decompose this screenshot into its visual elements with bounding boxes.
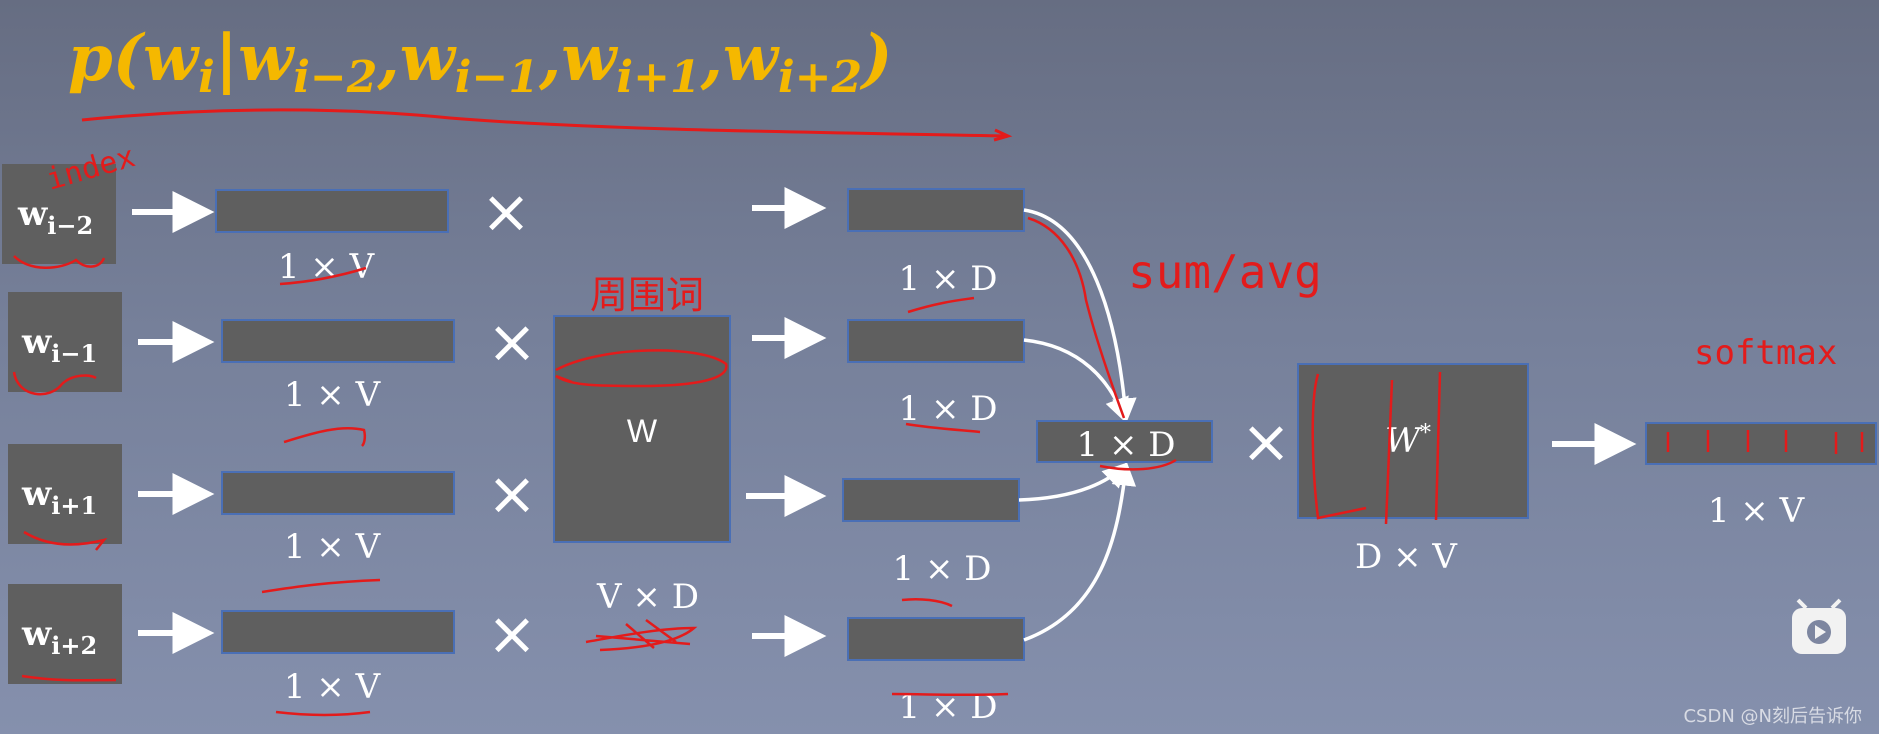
hidden-dim-1: 1 × D [899, 259, 998, 299]
underline-hidden-2 [905, 422, 981, 434]
underline-input-2 [12, 371, 97, 396]
annotation-context-words: 周围词 [590, 273, 704, 317]
watermark: CSDN @N刻后告诉你 [1683, 706, 1862, 727]
embedding-matrix-label: W [627, 413, 658, 449]
hidden-vector-2 [847, 319, 1025, 363]
hidden-vector-3 [842, 478, 1020, 522]
underline-onehot-3 [261, 578, 381, 594]
merge-highlight [1027, 216, 1126, 419]
underline-hidden-4 [891, 692, 1009, 697]
output-matrix-label: W* [1385, 421, 1431, 461]
multiply-sign-3: × [487, 459, 537, 529]
formula: p(wi|wi−2,wi−1,wi+1,wi+2) [68, 21, 892, 103]
svg-text:wi+2: wi+2 [21, 614, 97, 660]
underline-combined [1099, 458, 1177, 471]
input-word-3: wi+1 [8, 444, 122, 544]
input-word-4: wi+2 [8, 584, 122, 684]
onehot-vector-1 [215, 189, 449, 233]
merge-arrow-3 [1018, 462, 1128, 502]
embedding-matrix-dim: V × D [596, 577, 699, 617]
svg-text:wi−1: wi−1 [21, 322, 97, 368]
combined-dim: 1 × D [1077, 425, 1176, 465]
onehot-vector-4 [221, 610, 455, 654]
output-matrix-col-3 [1434, 371, 1442, 521]
onehot-vector-2 [221, 319, 455, 363]
multiply-sign-4: × [487, 599, 537, 669]
formula-underline [81, 108, 1009, 138]
output-matrix-col-2 [1384, 379, 1394, 525]
multiply-sign-2: × [487, 307, 537, 377]
onehot-dim-3: 1 × V [284, 527, 382, 567]
hidden-vector-4 [847, 617, 1025, 661]
input-word-1: wi−2 [2, 164, 116, 264]
underline-input-1 [13, 255, 106, 269]
onehot-vector-3 [221, 471, 455, 515]
underline-hidden-1 [907, 296, 975, 314]
underline-onehot-4 [275, 710, 371, 717]
underline-input-4 [21, 674, 117, 682]
hidden-dim-2: 1 × D [899, 389, 998, 429]
strike-vxd [585, 618, 698, 652]
combined-vector [1036, 420, 1213, 463]
onehot-dim-2: 1 × V [284, 375, 382, 415]
multiply-sign-1: × [481, 177, 531, 247]
svg-text:wi+1: wi+1 [21, 474, 97, 520]
onehot-dim-4: 1 × V [284, 667, 382, 707]
annotation-sum-avg: sum/avg [1128, 245, 1322, 299]
output-ticks [1666, 430, 1864, 454]
underline-onehot-1 [279, 266, 367, 286]
svg-text:wi−2: wi−2 [17, 194, 93, 240]
multiply-sign-5: × [1241, 407, 1291, 477]
output-matrix-dim: D × V [1355, 537, 1458, 577]
input-word-2: wi−1 [8, 292, 122, 392]
hidden-dim-3: 1 × D [893, 549, 992, 589]
tv-icon [1792, 598, 1846, 654]
output-dim: 1 × V [1708, 491, 1806, 531]
hidden-vector-1 [847, 188, 1025, 232]
annotation-softmax: softmax [1694, 333, 1837, 373]
output-matrix [1297, 363, 1529, 519]
onehot-dim-1: 1 × V [278, 247, 376, 287]
merge-arrow-4 [1023, 461, 1137, 642]
merge-arrow-1 [1023, 208, 1137, 423]
underline-hidden-3 [901, 598, 953, 608]
underline-input-3 [23, 530, 108, 551]
formula-underline-tip [993, 128, 1013, 142]
output-vector [1645, 422, 1877, 465]
embedding-row-highlight [555, 349, 728, 388]
underline-onehot-2 [283, 426, 367, 447]
output-matrix-col-1 [1311, 373, 1367, 520]
